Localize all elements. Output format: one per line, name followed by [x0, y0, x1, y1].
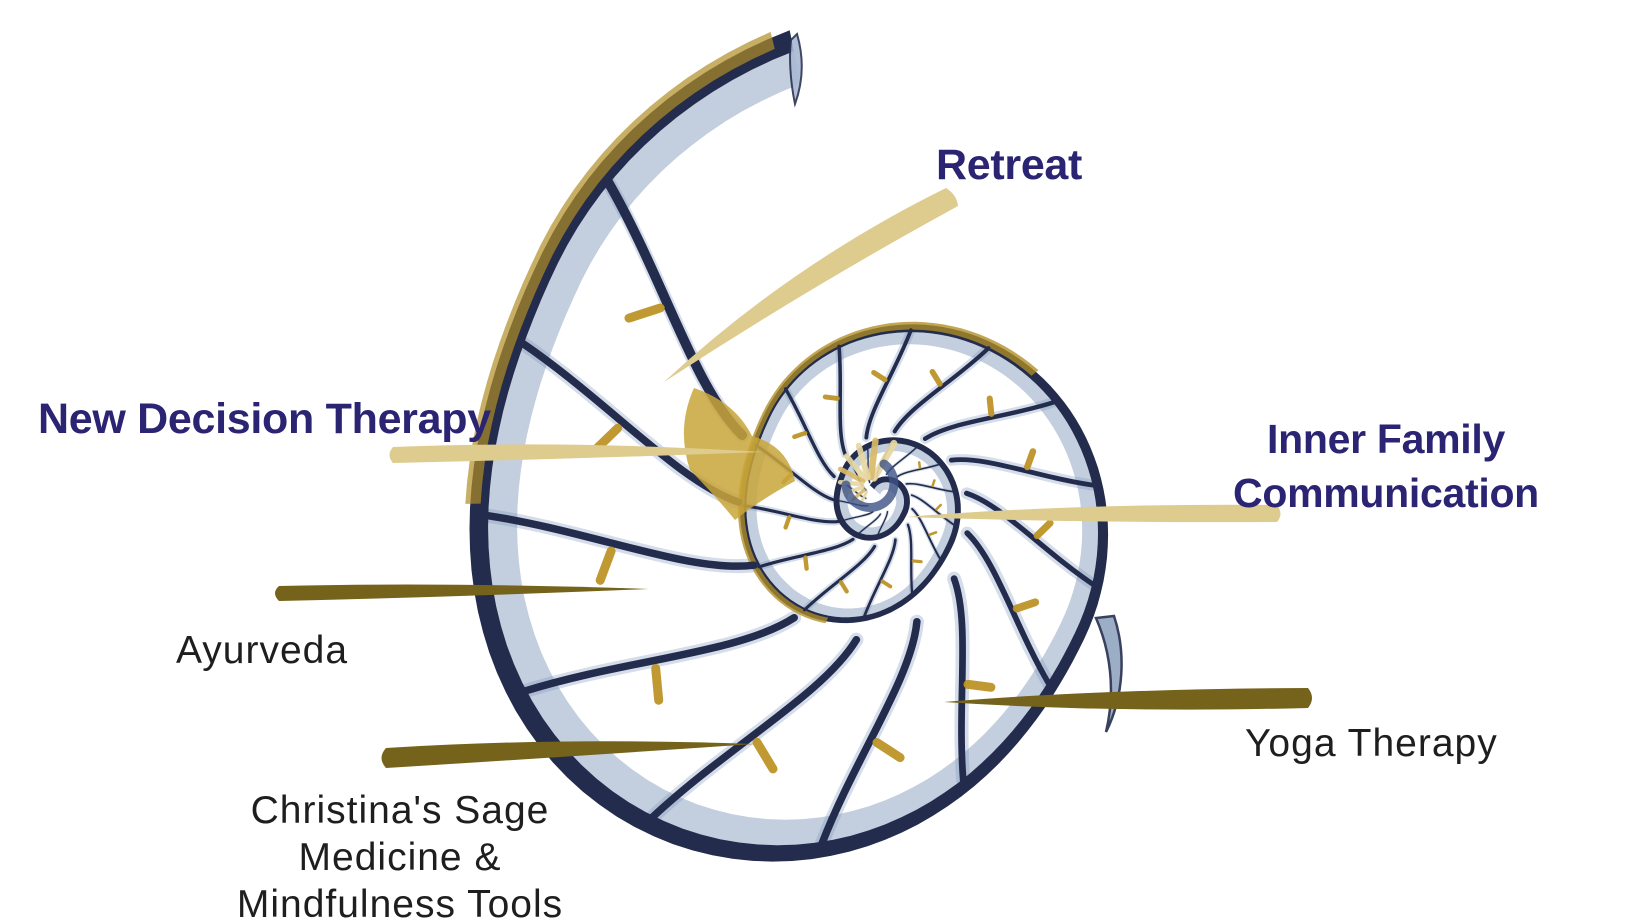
christinas-sage-line1: Christina's Sage: [250, 789, 550, 832]
ayurveda-label: Ayurveda: [176, 629, 349, 672]
retreat-label: Retreat: [936, 141, 1083, 189]
inner-family-communication-line2: Communication: [1233, 470, 1539, 516]
nautilus-shell-icon: [465, 30, 1109, 862]
christinas-sage-line2: Medicine &: [298, 836, 502, 879]
wall-gold-trace: [465, 31, 1039, 624]
connector-strokes: [275, 188, 1312, 768]
christinas-sage-label: Christina's Sage Medicine & Mindfulness …: [210, 787, 590, 924]
yoga-therapy-connector-stroke: [944, 688, 1312, 710]
new-decision-therapy-connector-stroke: [389, 444, 763, 463]
retreat-connector-stroke: [664, 188, 958, 382]
shell-eye-crescent: [841, 459, 899, 512]
inner-family-communication-line1: Inner Family: [1267, 416, 1505, 462]
christinas-sage-line3: Mindfulness Tools: [236, 883, 564, 924]
christinas-sage-connector-stroke: [381, 741, 754, 768]
yoga-therapy-label: Yoga Therapy: [1245, 722, 1498, 765]
shell-tail-sliver: [1094, 614, 1123, 733]
shell-lip-fragment: [789, 32, 803, 108]
new-decision-therapy-label: New Decision Therapy: [38, 395, 491, 443]
ayurveda-connector-stroke: [275, 584, 649, 601]
shell-gold-junction-patch: [683, 388, 795, 520]
inner-family-communication-label: Inner Family Communication: [1176, 412, 1596, 520]
center-feathers: [837, 437, 898, 504]
septa-lines: [482, 176, 1098, 848]
inner-family-communication-connector-stroke: [906, 504, 1281, 523]
